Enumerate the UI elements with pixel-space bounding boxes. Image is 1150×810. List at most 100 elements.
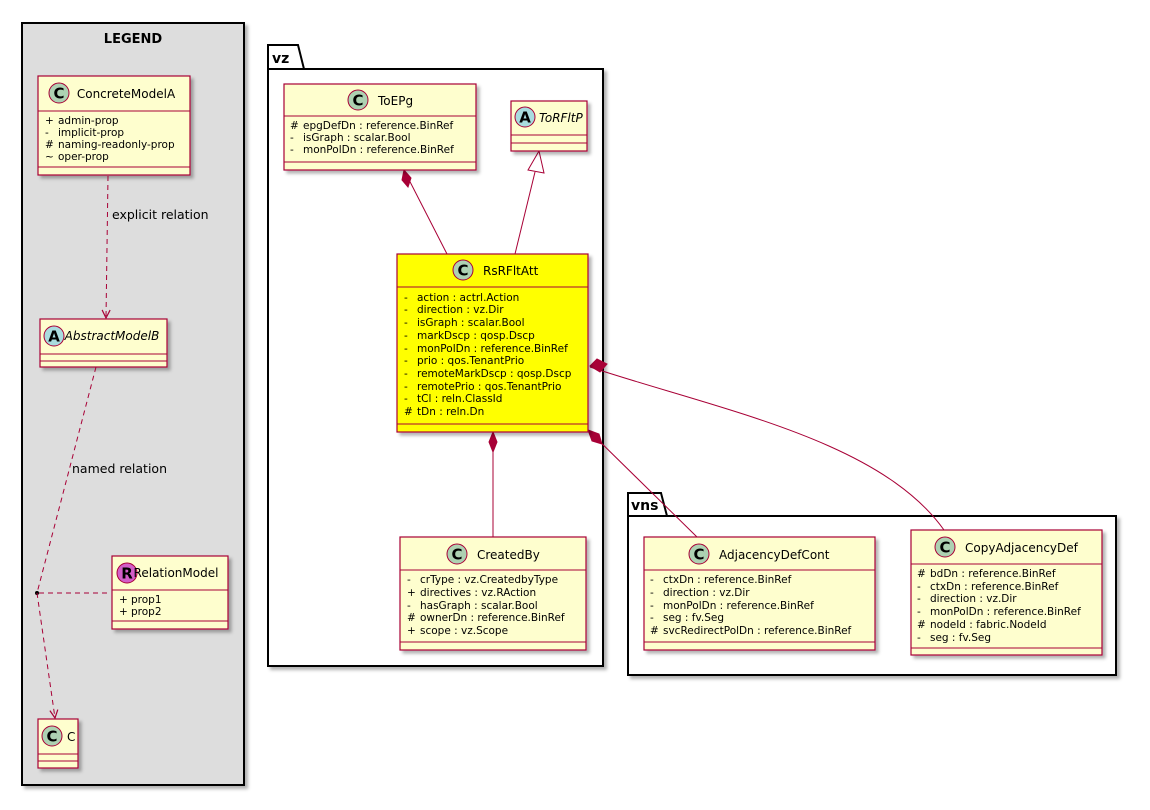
- package-vns-label: vns: [631, 498, 658, 514]
- attr-text: isGraph : scalar.Bool: [303, 132, 411, 144]
- attr-vis: -: [404, 343, 408, 355]
- attr-vis: -: [917, 632, 921, 644]
- attr-vis: -: [404, 368, 408, 380]
- attr-vis: #: [45, 139, 54, 151]
- legend-concrete-class: C ConcreteModelA + admin-prop - implicit…: [37, 75, 191, 176]
- abstract-icon-glyph: A: [48, 328, 60, 346]
- attr-vis: -: [650, 600, 654, 612]
- class-name: RsRFltAtt: [483, 264, 539, 278]
- attr-vis: +: [45, 115, 54, 127]
- class-name: CreatedBy: [477, 548, 540, 562]
- attr-vis: #: [404, 406, 413, 418]
- composition-edge: [587, 429, 698, 538]
- class-adjacencydefcont[interactable]: C AdjacencyDefCont - ctxDn : reference.B…: [643, 536, 876, 651]
- class-icon: [934, 536, 956, 558]
- attr-text: directives : vz.RAction: [420, 587, 536, 599]
- class-toepg[interactable]: C ToEPg # epgDefDn : reference.BinRef - …: [283, 83, 477, 171]
- attr-text: naming-readonly-prop: [58, 139, 175, 151]
- attr-text: ctxDn : reference.BinRef: [663, 574, 792, 586]
- class-name: ToRFltP: [539, 111, 583, 125]
- attr-vis: -: [407, 600, 411, 612]
- explicit-relation-label: explicit relation: [112, 207, 209, 222]
- named-relation-target-edge: [36, 592, 55, 718]
- attr-text: admin-prop: [58, 115, 119, 127]
- attr-text: prio : qos.TenantPrio: [417, 355, 524, 367]
- class-icon-glyph: C: [46, 728, 57, 746]
- attr-text: remoteMarkDscp : qosp.Dscp: [417, 368, 572, 380]
- attr-vis: -: [404, 317, 408, 329]
- class-torfltp[interactable]: A ToRFltP: [510, 100, 588, 152]
- class-icon-glyph: C: [451, 546, 462, 564]
- class-icon: [347, 89, 369, 111]
- attr-text: prop2: [131, 606, 162, 618]
- attr-text: ctxDn : reference.BinRef: [930, 581, 1059, 593]
- legend-c-name: C: [67, 730, 75, 744]
- composition-edge: [589, 366, 945, 531]
- relationship-edges: [401, 149, 945, 538]
- attr-text: hasGraph : scalar.Bool: [420, 600, 538, 612]
- relation-icon-glyph: R: [121, 565, 133, 583]
- attr-text: monPolDn : reference.BinRef: [930, 606, 1081, 618]
- attr-text: oper-prop: [58, 151, 109, 163]
- attr-text: nodeId : fabric.NodeId: [930, 619, 1046, 631]
- legend-abstract-class: A AbstractModelB: [39, 318, 168, 368]
- class-icon-glyph: C: [693, 546, 704, 564]
- abstract-class-icon: [43, 325, 65, 347]
- class-icon-glyph: C: [457, 262, 468, 280]
- class-icon-glyph: C: [53, 85, 64, 103]
- legend-abstract-name: AbstractModelB: [64, 329, 160, 343]
- attr-text: crType : vz.CreatedbyType: [420, 574, 558, 586]
- attr-vis: -: [650, 587, 654, 599]
- attr-vis: -: [917, 593, 921, 605]
- attr-vis: #: [650, 625, 659, 637]
- attr-vis: -: [404, 292, 408, 304]
- class-icon: [48, 82, 70, 104]
- attr-vis: +: [407, 587, 416, 599]
- attr-vis: +: [119, 594, 128, 606]
- legend-relation-name: RelationModel: [134, 566, 219, 580]
- attr-text: direction : vz.Dir: [930, 593, 1017, 605]
- legend-title: LEGEND: [104, 32, 163, 47]
- class-icon-glyph: C: [939, 539, 950, 557]
- composition-diamond: [587, 429, 603, 445]
- relation-class-icon: [116, 562, 138, 584]
- class-icon-glyph: C: [352, 92, 363, 110]
- composition-diamond: [401, 168, 412, 188]
- class-copyadjacencydef[interactable]: C CopyAdjacencyDef # bdDn : reference.Bi…: [910, 529, 1103, 656]
- attr-vis: +: [119, 606, 128, 618]
- abstract-class-icon: [514, 106, 536, 128]
- attr-text: remotePrio : qos.TenantPrio: [417, 381, 561, 393]
- class-name: CopyAdjacencyDef: [965, 541, 1079, 555]
- attr-text: epgDefDn : reference.BinRef: [303, 120, 454, 132]
- composition-edge: [403, 169, 448, 255]
- attr-text: ownerDn : reference.BinRef: [420, 612, 565, 624]
- attr-text: implicit-prop: [58, 127, 124, 139]
- attr-text: scope : vz.Scope: [420, 625, 508, 637]
- abstract-icon-glyph: A: [519, 109, 531, 127]
- explicit-relation-edge: [106, 175, 108, 318]
- class-rsrfltatt[interactable]: C RsRFltAtt - action : actrl.Action - di…: [396, 253, 589, 433]
- package-vz-label: vz: [272, 51, 289, 67]
- class-icon: [452, 259, 474, 281]
- attr-text: direction : vz.Dir: [663, 587, 750, 599]
- attr-vis: -: [45, 127, 49, 139]
- attr-text: bdDn : reference.BinRef: [930, 568, 1056, 580]
- legend-relation-class: R RelationModel + prop1 + prop2: [111, 555, 229, 630]
- inheritance-edge: [514, 171, 536, 255]
- attr-vis: ~: [45, 151, 54, 163]
- attr-vis: -: [407, 574, 411, 586]
- legend-c-class: C C: [37, 718, 79, 769]
- attr-text: seg : fv.Seg: [930, 632, 991, 644]
- legend-concrete-name: ConcreteModelA: [77, 87, 176, 101]
- attr-text: isGraph : scalar.Bool: [417, 317, 525, 329]
- attr-vis: #: [290, 120, 299, 132]
- attr-vis: +: [407, 625, 416, 637]
- attr-text: monPolDn : reference.BinRef: [417, 343, 568, 355]
- attr-vis: #: [407, 612, 416, 624]
- class-icon: [446, 543, 468, 565]
- class-createdby[interactable]: C CreatedBy - crType : vz.CreatedbyType …: [399, 536, 587, 651]
- composition-diamond: [488, 430, 498, 454]
- attr-vis: #: [917, 568, 926, 580]
- attr-vis: -: [650, 612, 654, 624]
